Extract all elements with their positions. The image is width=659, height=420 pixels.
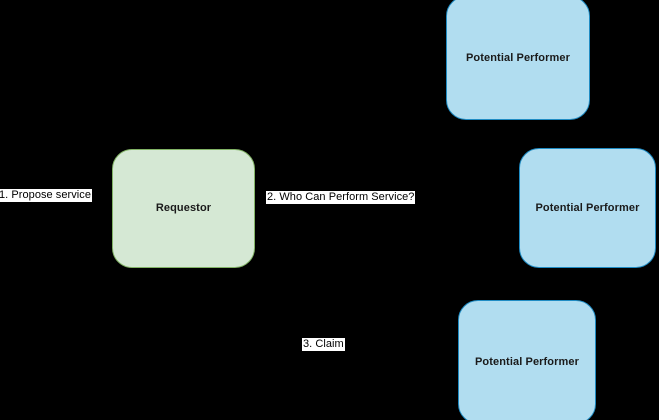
label-claim: 3. Claim [302,338,345,351]
node-performer-top[interactable]: Potential Performer [446,0,590,120]
node-label: Requestor [155,202,212,214]
node-label: Potential Performer [535,201,640,214]
node-requestor[interactable]: Requestor [112,149,255,268]
node-performer-middle[interactable]: Potential Performer [519,148,656,268]
node-label: Potential Performer [475,355,579,368]
label-propose-service: 1. Propose service [0,189,92,202]
node-performer-bottom[interactable]: Potential Performer [458,300,596,420]
node-label: Potential Performer [466,51,570,64]
label-who-can-perform: 2. Who Can Perform Service? [266,191,416,204]
